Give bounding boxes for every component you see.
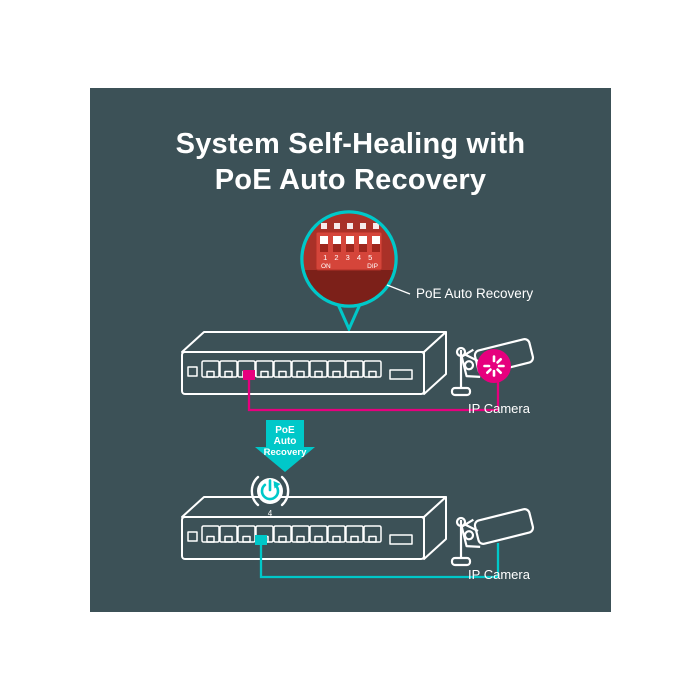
step-number-label: 4 (268, 509, 273, 518)
fault-spinner-icon (477, 349, 511, 383)
page-title: System Self-Healing with PoE Auto Recove… (90, 126, 611, 198)
recovered-port-marker (255, 535, 267, 545)
ip-camera-2-icon (450, 505, 536, 567)
ip-camera-1-label: IP Camera (468, 401, 531, 416)
dip-numbers-label: 1 2 3 4 5 (323, 253, 375, 262)
arrow-text-line-1: PoE (275, 425, 295, 436)
faulty-cable (247, 376, 500, 412)
ip-camera-2-label: IP Camera (468, 567, 531, 582)
poe-switch-1-illustration (182, 332, 446, 394)
dip-on-label: ON (321, 263, 331, 270)
dip-toggles (320, 236, 380, 252)
arrow-text-line-2: Auto (274, 436, 297, 447)
poe-auto-recovery-label: PoE Auto Recovery (416, 286, 533, 301)
dark-panel: System Self-Healing with PoE Auto Recove… (90, 88, 611, 612)
power-cycle-icon (250, 475, 290, 507)
title-line-2: PoE Auto Recovery (214, 164, 487, 196)
recovered-cable (259, 543, 500, 579)
title-line-1: System Self-Healing with (175, 128, 526, 160)
arrow-text-line-3: Recovery (264, 447, 307, 458)
dip-dip-label: DIP (367, 263, 378, 270)
faulty-port-marker (243, 370, 255, 380)
dip-switch-zoom-callout: 1 2 3 4 5 ON DIP PoE Auto Recovery (300, 210, 533, 333)
dip-switch-photo: 1 2 3 4 5 ON DIP (303, 213, 395, 305)
callout-leader-line (386, 284, 411, 295)
poe-switch-2-illustration (182, 497, 446, 559)
recovery-down-arrow: PoE Auto Recovery (255, 420, 315, 472)
diagram-canvas: 1 2 3 4 5 ON DIP PoE Auto Recovery (90, 210, 536, 582)
